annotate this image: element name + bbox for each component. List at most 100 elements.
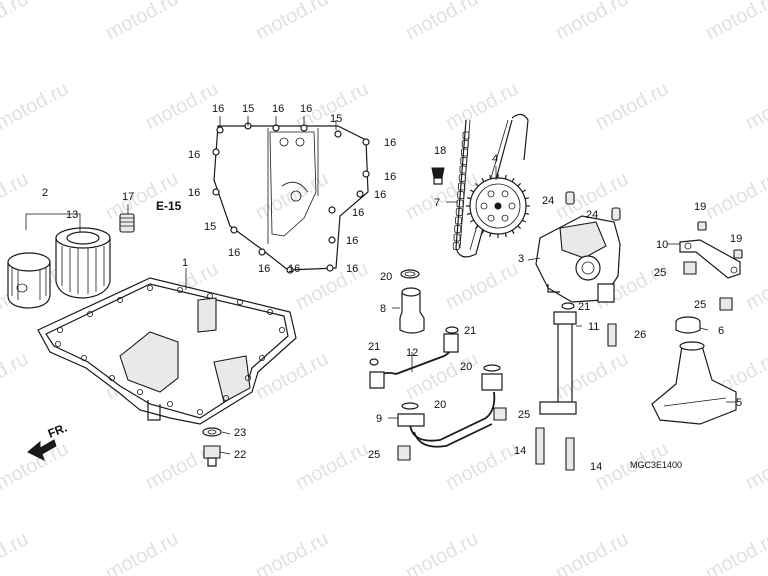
pipe-joint-plate[interactable] [679,239,741,279]
pan-bolt-hole [244,374,251,381]
front-label: FR. [46,421,69,441]
oil-pump-sprocket[interactable] [469,177,527,235]
callout-15b: 15 [330,113,342,125]
watermark-text: motod.ru [742,258,768,314]
callout-3: 3 [518,253,524,265]
pan-bolt-hole [109,374,116,381]
relief-valve-oring[interactable] [400,269,420,279]
oil-pan-gasket[interactable] [213,125,369,271]
callout-20c: 20 [434,399,446,411]
pan-bolt-hole [87,310,94,317]
pan-bolt-hole [136,388,143,395]
chain-link [454,225,462,233]
oil-strainer[interactable] [651,341,737,425]
chain-links [452,131,470,250]
pipe-bolts-25[interactable] [397,261,733,461]
sprocket-tooth [504,232,507,238]
sprocket-teeth [466,174,530,238]
watermark-text: motod.ru [0,168,32,224]
watermark-text: motod.ru [0,0,32,44]
gasket-hole [356,190,364,198]
chain-link [458,182,465,191]
drain-bolt-washer[interactable] [202,427,222,437]
callout-16b: 16 [272,103,284,115]
sprocket-tooth [504,174,507,180]
sprocket-hole [487,190,495,198]
gasket-hole [362,170,370,178]
oil-pan[interactable] [37,277,297,425]
chain-link [459,165,467,174]
sprocket-tooth [524,197,530,200]
callout-25c: 25 [518,409,530,421]
ref-e15: E-15 [156,199,182,213]
gasket-hole [258,248,266,256]
callout-16a: 16 [212,103,224,115]
strainer-seal[interactable] [675,316,701,334]
pan-bolt-hole [266,308,273,315]
oil-pipe-vertical[interactable] [539,311,577,415]
chain-guide-bolt[interactable] [431,167,445,185]
sprocket-hole [508,202,516,210]
callout-16l: 16 [228,247,240,259]
callout-25b: 25 [694,299,706,311]
callout-19a: 19 [694,201,706,213]
sprocket-tooth [474,225,479,230]
sprocket-tooth [469,219,475,223]
oil-pump-dowel-pins[interactable] [565,191,621,221]
callout-20b: 20 [460,361,472,373]
callout-18: 18 [434,145,446,157]
callout-17: 17 [122,191,134,203]
oil-pipe-9[interactable] [397,373,503,448]
pipe-mount-bolts[interactable] [535,323,617,471]
callout-24a: 24 [542,195,554,207]
oil-filter-element[interactable] [55,227,111,299]
chain-link [457,191,465,199]
oil-pan-bolts [55,284,285,415]
gasket-hole [334,130,342,138]
chain-link [455,208,463,216]
oil-filter[interactable] [7,252,51,309]
oil-pump-assembly[interactable] [535,215,621,303]
leader-2-13 [25,213,81,232]
pan-bolt-hole [166,400,173,407]
callout-16g: 16 [352,207,364,219]
watermark-text: motod.ru [252,528,332,576]
pan-bolt-hole [258,354,265,361]
callout-14b: 14 [590,461,602,473]
leader-lines [185,166,736,455]
callout-16h: 16 [346,235,358,247]
pipe-orings-21[interactable] [369,302,575,410]
oil-pipe-12[interactable] [369,333,459,389]
watermark-text: motod.ru [442,258,522,314]
relief-valve[interactable] [399,287,425,334]
gasket-hole [212,188,220,196]
sprocket-hole [501,214,509,222]
watermark-text: motod.ru [702,168,768,224]
callout-labels: 1 2 13 17 E-15 3 4 5 6 7 8 9 10 11 12 14… [42,103,742,473]
sprocket-tooth [511,229,515,235]
callout-19b: 19 [730,233,742,245]
callout-21b: 21 [368,341,380,353]
watermark-text: motod.ru [102,168,182,224]
callout-25a: 25 [654,267,666,279]
watermark-text: motod.ru [552,0,632,44]
callout-20a: 20 [380,271,392,283]
chain-link [456,199,464,208]
joint-washers-19[interactable] [697,221,743,259]
watermark-text: motod.ru [252,0,332,44]
callout-12: 12 [406,347,418,359]
watermark-text: motod.ru [0,348,32,404]
oil-filter-union[interactable] [119,204,135,233]
callout-23: 23 [234,427,246,439]
callout-1: 1 [182,257,188,269]
drain-bolt[interactable] [203,445,221,467]
callout-24b: 24 [586,209,598,221]
watermark-text: motod.ru [292,438,372,494]
callout-16c: 16 [300,103,312,115]
pan-bolt-hole [196,408,203,415]
sprocket-tooth [524,212,530,215]
gasket-bolt-holes [212,122,370,274]
pan-bolt-hole [236,298,243,305]
pan-bolt-hole [81,354,88,361]
